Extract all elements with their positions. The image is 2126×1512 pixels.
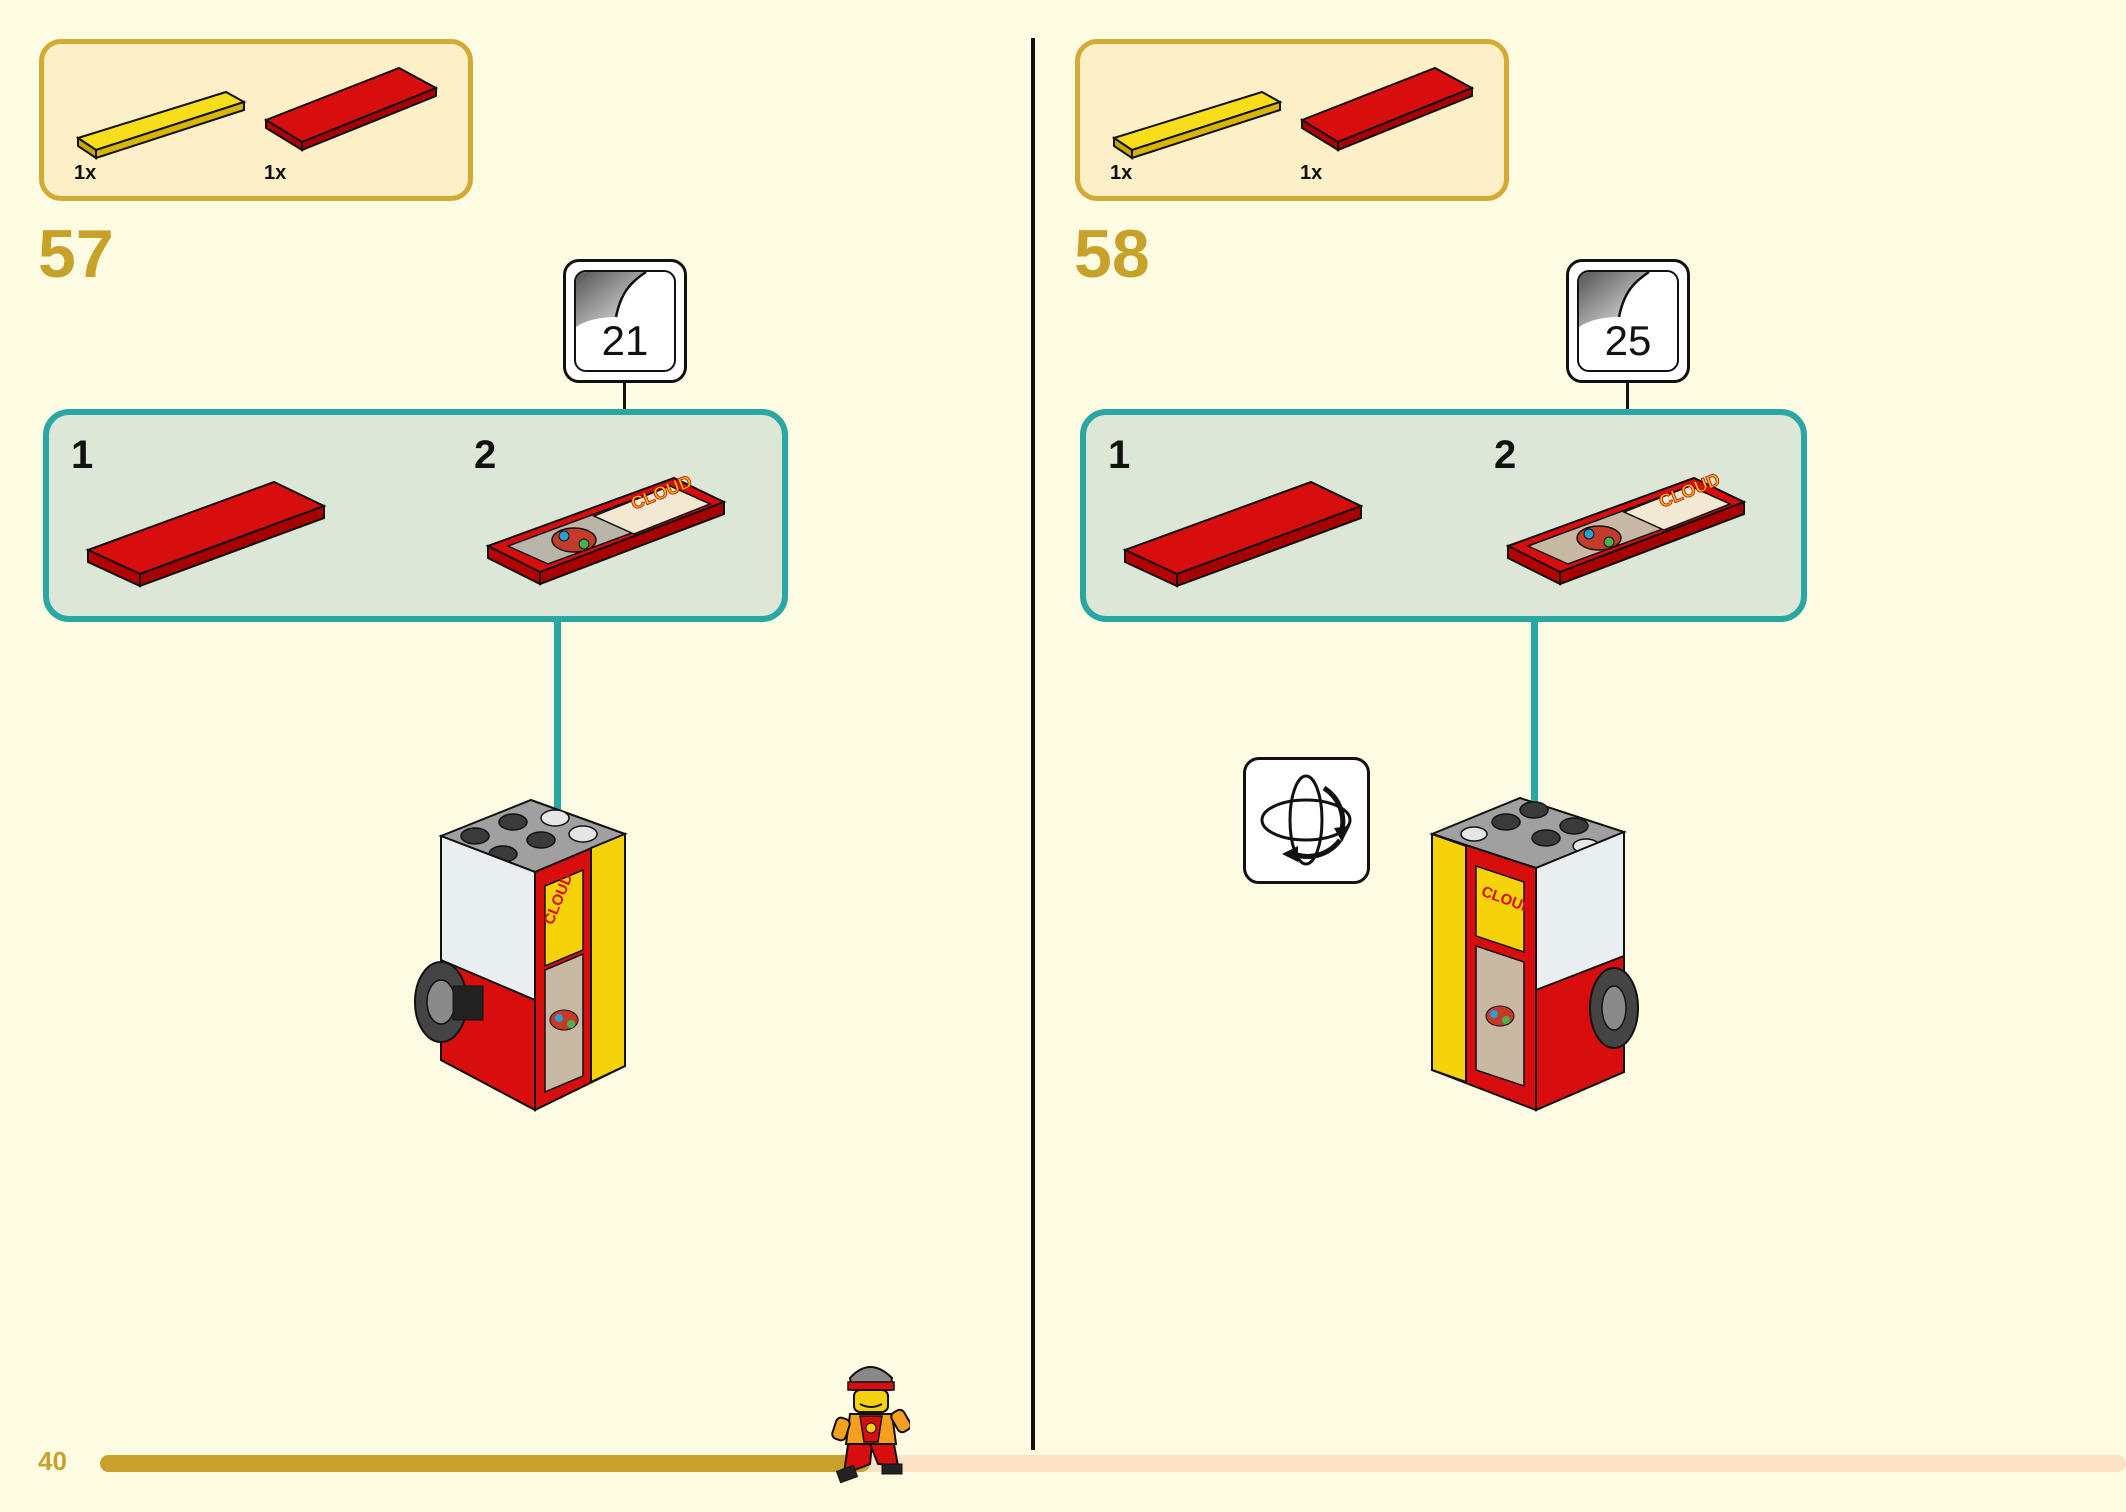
model-assembly-step-58: CLOUD xyxy=(1429,796,1639,1112)
part-quantity: 1x xyxy=(1110,162,1133,184)
sticker-number: 25 xyxy=(1604,317,1652,364)
rotate-model-callout xyxy=(1243,757,1370,884)
yellow-tile-part xyxy=(76,90,247,160)
parts-list-step-58: 1x 1x xyxy=(1075,39,1509,201)
sticker-icon xyxy=(576,272,647,327)
red-tile-part xyxy=(1300,66,1475,152)
page-divider xyxy=(1031,38,1035,1450)
subassembly-box: 1 2 CLOUD xyxy=(1080,409,1807,622)
substep-number: 1 xyxy=(1108,433,1131,477)
build-progress-bar xyxy=(100,1455,2126,1472)
sticker-callout: 21 xyxy=(563,259,687,383)
stickered-tile-part: CLOUD xyxy=(485,471,727,586)
rotate-model-icon xyxy=(1260,774,1352,866)
sticker-number: 21 xyxy=(601,317,649,364)
sticker-icon xyxy=(1579,272,1650,327)
build-progress-fill xyxy=(100,1455,870,1472)
subassembly-box: 1 2 CLOUD xyxy=(43,409,788,622)
stickered-tile-part: CLOUD xyxy=(1505,469,1747,586)
red-tile-part xyxy=(1122,480,1364,588)
minifigure-icon xyxy=(831,1366,910,1484)
red-tile-part xyxy=(264,66,439,152)
part-quantity: 1x xyxy=(264,162,287,184)
step-number: 58 xyxy=(1074,216,1150,292)
parts-list-step-57: 1x 1x xyxy=(39,39,473,201)
model-assembly-step-57: CLOUD xyxy=(414,798,628,1112)
substep-number: 2 xyxy=(474,433,497,477)
part-quantity: 1x xyxy=(1300,162,1323,184)
substep-number: 1 xyxy=(71,433,94,477)
part-quantity: 1x xyxy=(74,162,97,184)
substep-number: 2 xyxy=(1494,433,1517,477)
sticker-callout: 25 xyxy=(1566,259,1690,383)
page-number: 40 xyxy=(38,1446,67,1476)
yellow-tile-part xyxy=(1112,90,1283,160)
step-number: 57 xyxy=(38,216,114,292)
red-tile-part xyxy=(85,480,327,588)
